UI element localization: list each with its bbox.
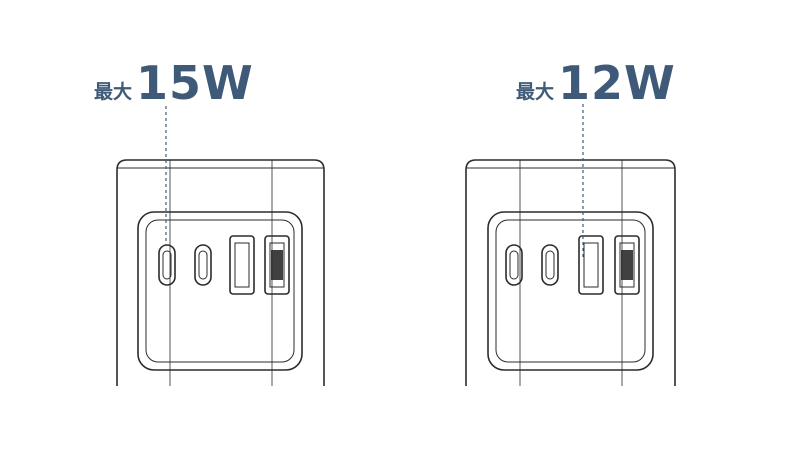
usb-a-port-1 <box>229 235 255 295</box>
charger-illustration <box>465 104 676 386</box>
power-label: 最大 15W <box>94 56 254 106</box>
power-label: 最大 12W <box>516 56 676 106</box>
power-label-prefix: 最大 <box>94 81 133 103</box>
usb-a-port-2 <box>614 235 640 295</box>
usb-c-port-2 <box>541 244 559 286</box>
port-panel-outer <box>137 211 303 371</box>
usb-c-port-2 <box>194 244 212 286</box>
usb-c-port-1 <box>158 244 176 286</box>
power-label-prefix: 最大 <box>516 81 555 103</box>
port-panel-inner <box>495 219 646 363</box>
power-label-value: 15W <box>136 56 254 110</box>
port-panel-inner <box>145 219 295 363</box>
charger-body-outline <box>116 159 325 386</box>
usb-c-port-1 <box>505 244 523 286</box>
charger-illustration <box>116 106 325 386</box>
power-label-value: 12W <box>558 56 676 110</box>
charger-body-outline <box>465 159 676 386</box>
port-panel-outer <box>487 211 654 371</box>
usb-a-port-1 <box>578 235 604 295</box>
charger-panel-right: 最大 12W <box>400 0 800 450</box>
usb-a-port-2 <box>264 235 290 295</box>
charger-panel-left: 最大 15W <box>94 56 325 386</box>
